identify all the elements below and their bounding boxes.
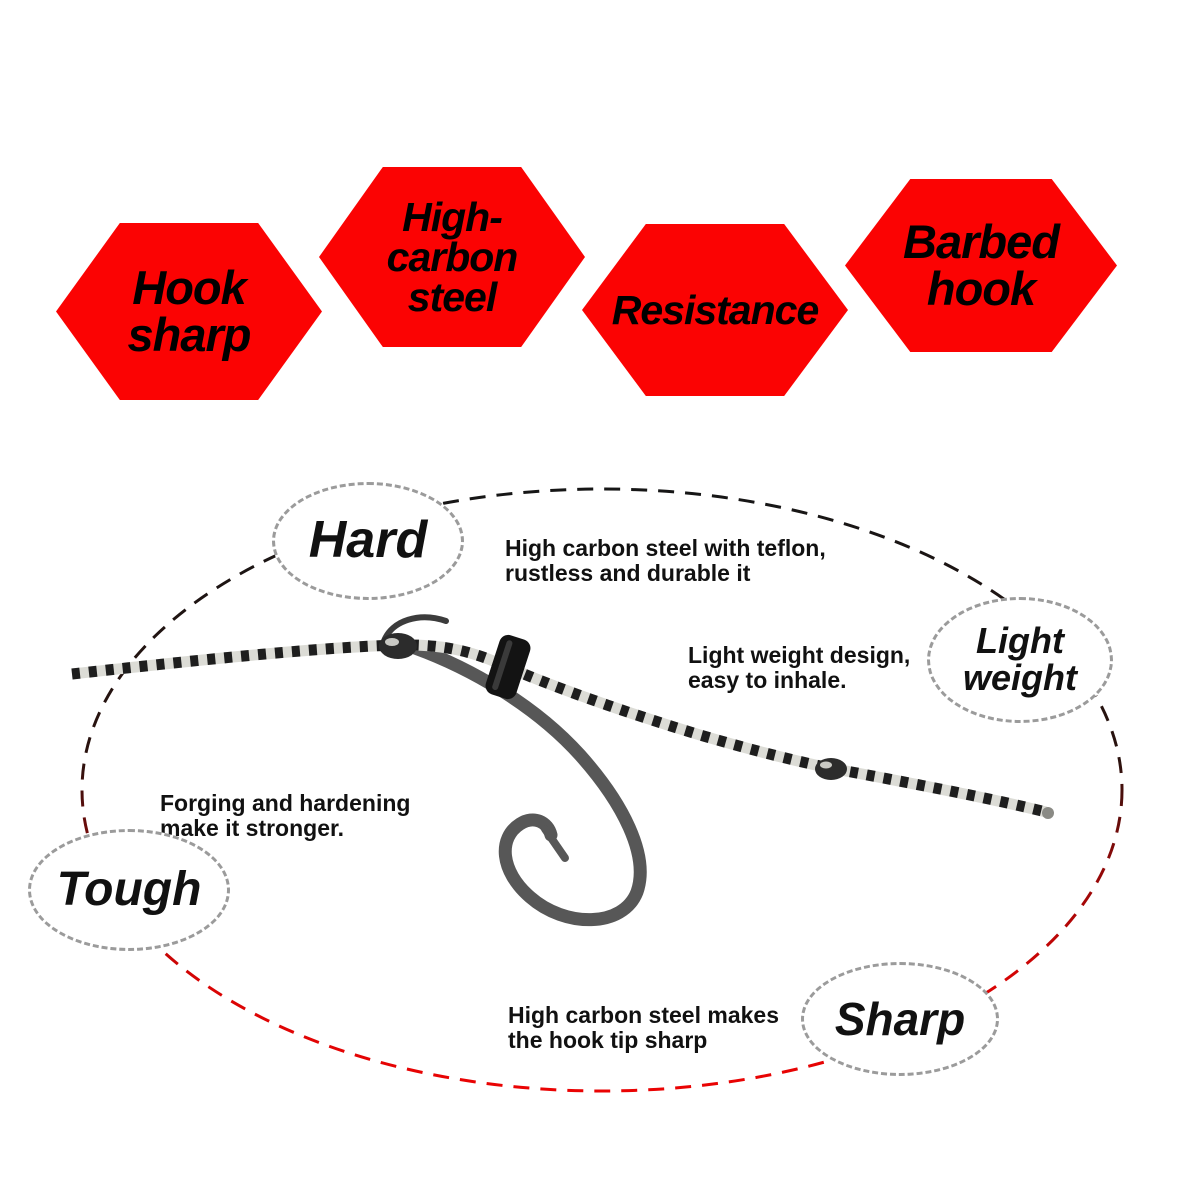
desc-line: the hook tip sharp <box>508 1027 708 1054</box>
callout-light-weight-label: Light <box>976 620 1064 662</box>
line-knot-left <box>379 633 417 659</box>
badge-resistance-label: Resistance <box>611 286 820 333</box>
badge-line: Resistance <box>611 286 820 333</box>
badge-line: Barbed <box>903 215 1060 269</box>
braided-line-pattern <box>71 639 1048 818</box>
badge-resistance: Resistance <box>582 224 848 396</box>
desc-line: make it stronger. <box>160 815 345 842</box>
badge-hook-sharp-label: Hook sharp <box>127 261 252 361</box>
callout-light-weight: Light weight <box>927 597 1113 723</box>
badge-high-carbon-steel-label: High- carbon steel <box>386 193 519 321</box>
desc-line: Light weight design, <box>688 642 911 668</box>
line-end <box>1042 807 1054 819</box>
knot-highlight <box>385 638 399 646</box>
badge-line: Hook <box>132 261 247 315</box>
knot-highlight <box>820 761 832 769</box>
callout-hard: Hard <box>272 482 464 600</box>
hard-description: High carbon steel with teflon, rustless … <box>505 535 826 587</box>
callout-hard-label: Hard <box>308 511 428 570</box>
badge-line: hook <box>926 261 1036 315</box>
desc-line: rustless and durable it <box>505 560 751 587</box>
callout-tough: Tough <box>28 829 230 951</box>
crimp-sleeve <box>485 634 531 700</box>
badge-line: High- <box>402 193 503 240</box>
badge-hook-sharp: Hook sharp <box>56 223 322 400</box>
tough-description: Forging and hardening make it stronger. <box>160 790 411 842</box>
callout-sharp: Sharp <box>801 962 999 1076</box>
outer-dashed-ellipse <box>80 487 1124 1093</box>
callout-tough-label: Tough <box>56 862 202 916</box>
line-knot-right <box>815 758 847 780</box>
desc-line: easy to inhale. <box>688 667 847 694</box>
fishing-hook <box>408 641 647 927</box>
badge-line: steel <box>407 274 497 321</box>
hook-barb-icon <box>541 825 569 862</box>
badge-barbed-hook-label: Barbed hook <box>903 215 1060 315</box>
desc-line: High carbon steel with teflon, <box>505 535 826 561</box>
desc-line: High carbon steel makes <box>508 1002 779 1028</box>
badge-line: sharp <box>127 307 252 361</box>
sharp-description: High carbon steel makes the hook tip sha… <box>508 1002 779 1054</box>
badge-line: carbon <box>386 233 519 280</box>
badge-high-carbon-steel: High- carbon steel <box>319 167 585 347</box>
desc-line: Forging and hardening <box>160 790 411 816</box>
badge-barbed-hook: Barbed hook <box>845 179 1117 352</box>
callout-light-weight-label: weight <box>963 657 1077 698</box>
light-weight-description: Light weight design, easy to inhale. <box>688 642 911 694</box>
callout-sharp-label: Sharp <box>834 992 966 1045</box>
